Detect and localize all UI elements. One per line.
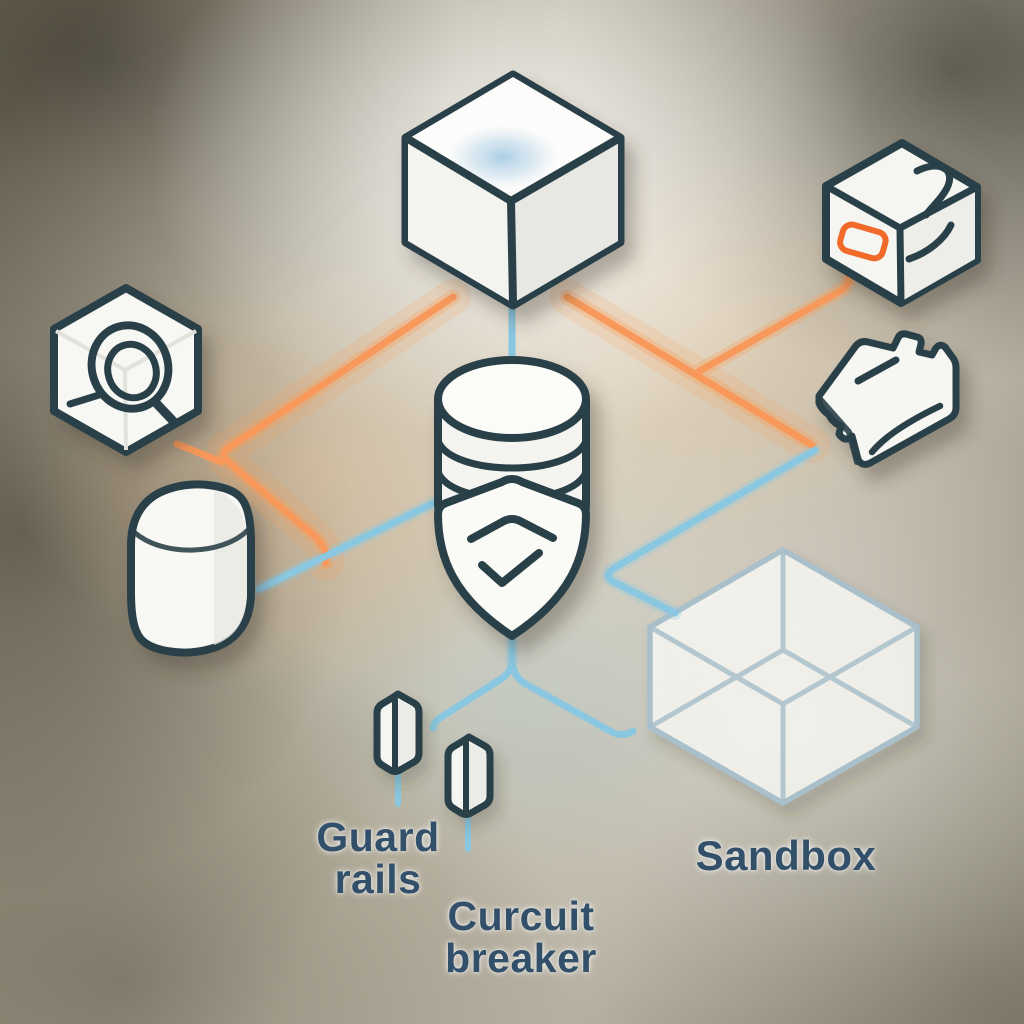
edge-policy-to-sandbox: [604, 446, 819, 617]
model-cube-glow: [448, 125, 558, 189]
send-arrow-icon: [913, 162, 954, 219]
magnifier-lens-outer: [87, 321, 173, 413]
shield-chevron: [467, 515, 557, 543]
dispatch-cube-icon: [822, 139, 981, 307]
send-arrow-tail: [905, 221, 955, 263]
label-circuit-breaker-line2: breaker: [445, 934, 597, 981]
magnifier-handle-left: [66, 391, 103, 408]
guardrail-post-face: [397, 700, 415, 767]
policy-block-top-dash: [854, 356, 900, 385]
magnifier-lens-inner: [104, 340, 160, 402]
edge-shield-to-sandbox: [508, 656, 637, 738]
edge-shield-to-guardrails: [429, 619, 516, 732]
edge-model-to-inspection: [220, 293, 457, 567]
guardrail-post-icon: [373, 690, 423, 775]
policy-block-outline: [815, 330, 960, 468]
edge-cylinder-to-shield: [255, 490, 456, 593]
sandbox-cube-inner-edges: [647, 547, 920, 806]
policy-block-icon: [815, 330, 960, 468]
policy-block-front-line: [868, 402, 944, 456]
label-circuit-breaker-line1: Curcuit: [447, 893, 595, 939]
edge-branch-to-dispatch: [691, 275, 853, 378]
sandbox-cube-icon: [647, 547, 920, 806]
dispatch-cube-inner-edges: [822, 182, 981, 307]
shield-body: [434, 475, 590, 640]
model-cube-right-face: [511, 140, 618, 303]
model-cube-left-face: [408, 140, 513, 303]
edge-model-to-policy: [563, 293, 816, 449]
model-cube-inner-edges: [404, 135, 622, 307]
database-ring-1: [434, 439, 590, 472]
database-shield-icon: [434, 356, 590, 640]
storage-cylinder-icon: [127, 480, 255, 657]
database-top: [434, 356, 590, 442]
label-guard-rails-line1: Guard: [316, 814, 440, 860]
policy-block-crease: [817, 396, 860, 465]
guardrail-post-face: [468, 743, 486, 810]
storage-cylinder-shade: [214, 490, 247, 645]
label-guard-rails-line2: rails: [334, 855, 422, 902]
label-circuit-breaker: Curcuit breaker: [426, 893, 616, 981]
magnifier-handle-right: [152, 399, 180, 428]
label-sandbox-line1: Sandbox: [695, 832, 877, 879]
guardrail-post-icon: [444, 733, 494, 818]
shield-checkmark: [478, 549, 543, 587]
model-cube-icon: [401, 70, 625, 310]
edge-inspection-stub: [173, 440, 225, 466]
label-guard-rails: Guard rails: [292, 814, 464, 902]
inspection-hexagon-icon: [50, 284, 202, 456]
storage-cylinder-lid-edge: [132, 528, 250, 553]
orange-badge: [837, 221, 889, 262]
label-sandbox: Sandbox: [691, 832, 881, 879]
